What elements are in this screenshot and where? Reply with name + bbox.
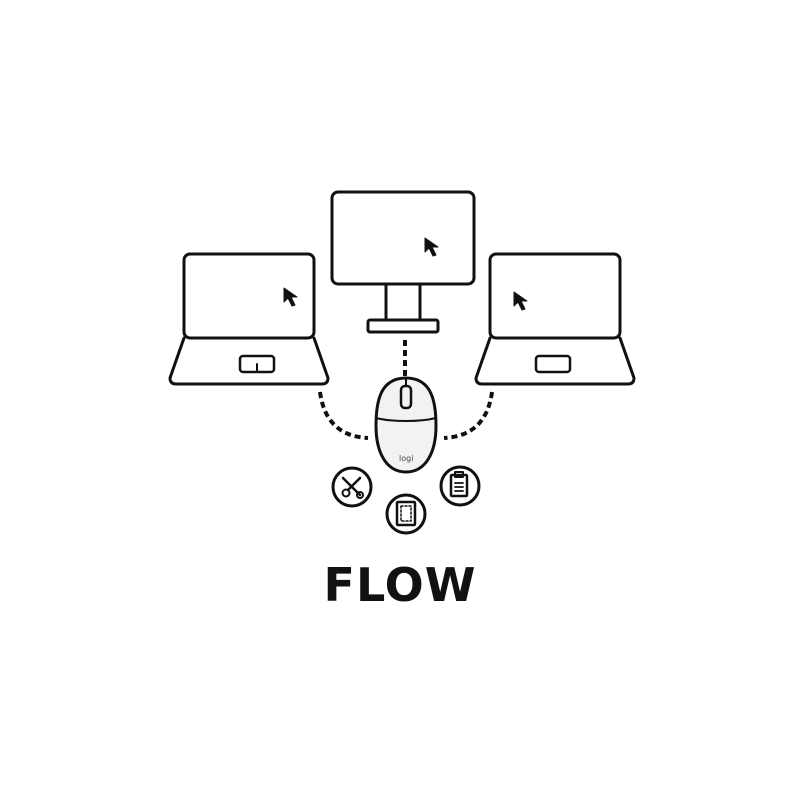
copy-icon [385,493,427,535]
left-laptop-cursor-icon [283,287,298,307]
paste-icon [439,465,481,507]
right-connection [443,391,494,440]
cut-icon [331,466,373,508]
right-laptop-cursor-icon [513,291,528,311]
mouse-brand-label: logi [399,454,413,463]
connection-lines [318,340,494,440]
mouse-icon: logi [374,376,438,474]
page-title: FLOW [323,558,477,612]
left-laptop-icon [168,252,330,386]
monitor-cursor-icon [424,237,439,257]
right-laptop-icon [474,252,636,386]
left-connection [318,391,369,440]
monitor-icon [330,190,476,334]
